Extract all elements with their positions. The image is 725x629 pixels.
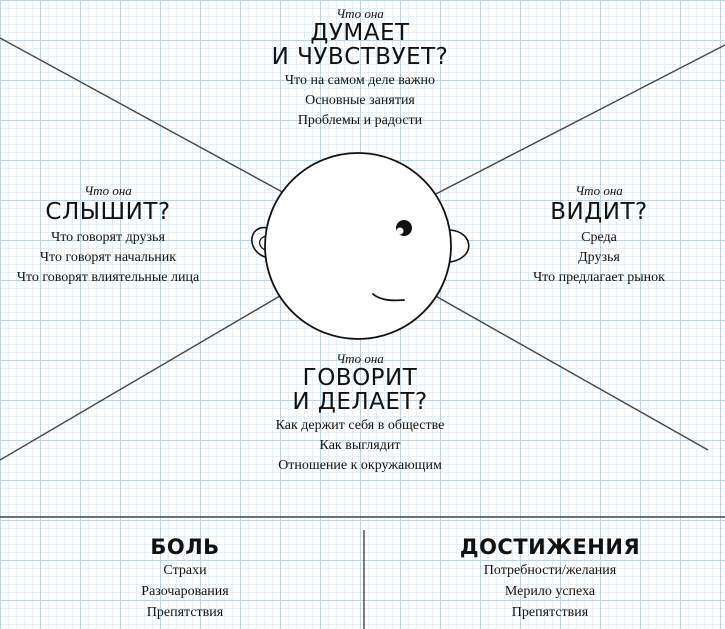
divider-line-top-right — [431, 44, 725, 197]
gain-item: Потребности/желания — [483, 563, 617, 578]
eye-highlight — [396, 227, 404, 235]
think-feel-item: Что на самом деле важно — [284, 73, 436, 88]
gain-item: Мерило успеха — [504, 584, 596, 599]
think-feel-item: Проблемы и радости — [297, 113, 423, 128]
hear-item: Что говорят друзья — [51, 230, 165, 245]
hear-quadrant: Что она СЛЫШИТ? Что говорят друзья Что г… — [0, 183, 216, 288]
think-feel-heading-line-1: ДУМАЕТ — [310, 20, 410, 46]
see-quadrant: Что она ВИДИТ? Среда Друзья Что предлага… — [510, 183, 688, 288]
pain-section: БОЛЬ Страхи Разочарования Препятствия — [60, 534, 310, 623]
pain-item: Препятствия — [146, 605, 224, 620]
think-feel-item: Основные занятия — [305, 93, 415, 108]
think-feel-heading: ДУМАЕТ И ЧУВСТВУЕТ? — [230, 21, 490, 69]
see-heading: ВИДИТ? — [550, 199, 648, 225]
say-do-quadrant: Что она ГОВОРИТ И ДЕЛАЕТ? Как держит себ… — [230, 351, 490, 476]
divider-line-bottom-left — [0, 292, 286, 461]
say-do-subject: Что она — [336, 351, 384, 366]
think-feel-quadrant: Что она ДУМАЕТ И ЧУВСТВУЕТ? Что на самом… — [230, 6, 490, 131]
head-illustration — [251, 152, 470, 340]
hear-item: Что говорят влиятельные лица — [16, 270, 200, 285]
pain-item: Страхи — [163, 563, 207, 578]
say-do-item: Отношение к окружающим — [278, 458, 442, 473]
say-do-heading-line-1: ГОВОРИТ — [302, 365, 418, 391]
hear-subject: Что она — [84, 183, 132, 198]
right-ear — [449, 229, 470, 263]
say-do-heading-line-2: И ДЕЛАЕТ? — [292, 389, 428, 415]
divider-line-bottom-right — [431, 293, 709, 451]
see-item: Друзья — [578, 250, 620, 265]
think-feel-subject: Что она — [336, 6, 384, 21]
gain-heading: ДОСТИЖЕНИЯ — [459, 535, 641, 559]
think-feel-heading-line-2: И ЧУВСТВУЕТ? — [271, 44, 449, 70]
head-circle — [264, 152, 452, 340]
smile — [372, 293, 405, 302]
gain-section: ДОСТИЖЕНИЯ Потребности/желания Мерило ус… — [410, 534, 690, 623]
gain-item: Препятствия — [511, 605, 589, 620]
see-subject: Что она — [575, 183, 623, 198]
divider-line-top-left — [0, 37, 287, 195]
say-do-heading: ГОВОРИТ И ДЕЛАЕТ? — [230, 366, 490, 414]
say-do-item: Как выглядит — [319, 438, 401, 453]
hear-item: Что говорят начальник — [39, 250, 177, 265]
pain-item: Разочарования — [141, 584, 229, 599]
hear-heading: СЛЫШИТ? — [45, 199, 171, 225]
say-do-item: Как держит себя в обществе — [275, 418, 445, 433]
pain-heading: БОЛЬ — [150, 535, 220, 559]
see-item: Что предлагает рынок — [533, 270, 665, 285]
see-item: Среда — [581, 230, 617, 245]
